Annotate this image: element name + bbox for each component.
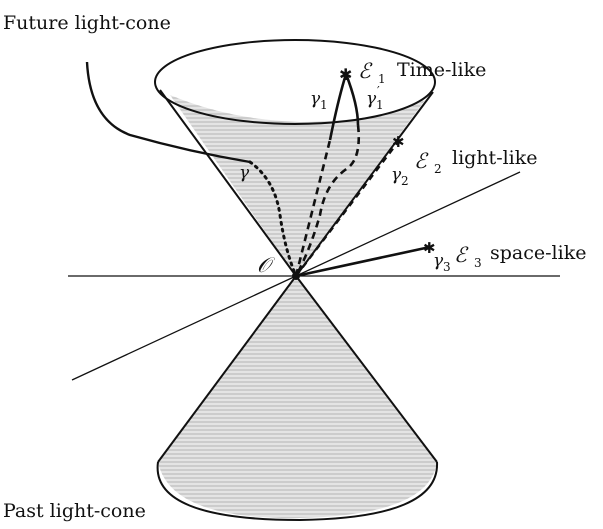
gamma3-subscript: 3 bbox=[443, 260, 451, 274]
curve-gamma3 bbox=[295, 245, 431, 278]
past-cone-left-edge bbox=[157, 275, 297, 463]
gamma1-label: γ bbox=[310, 89, 321, 109]
event-e1-marker: ✱ bbox=[339, 65, 352, 84]
event-e3-label: space-like bbox=[490, 242, 586, 264]
past-cone-surface bbox=[158, 276, 437, 519]
event-e2-marker: ✱ bbox=[392, 133, 405, 151]
past-cone-label: Past light-cone bbox=[3, 500, 146, 522]
origin-label: 𝒪 bbox=[257, 253, 275, 277]
curve-gamma1prime-solid bbox=[344, 73, 360, 126]
event-e2-label: light-like bbox=[452, 147, 538, 169]
curve-gamma1prime-dashed bbox=[294, 124, 360, 277]
curve-gamma1-dashed bbox=[294, 139, 332, 277]
event-e1-label: Time-like bbox=[397, 59, 486, 81]
worldline-gamma-dotted bbox=[248, 160, 298, 278]
curve-gamma1-solid bbox=[328, 73, 348, 141]
gamma-label: γ bbox=[239, 163, 250, 183]
past-cone-right-edge bbox=[295, 275, 438, 463]
event-e2-symbol: ℰ bbox=[414, 149, 429, 173]
event-e3-marker: ✱ bbox=[423, 239, 436, 257]
event-e2-subscript: 2 bbox=[434, 162, 442, 176]
future-cone-surface bbox=[170, 95, 425, 276]
gamma3-label: γ bbox=[433, 251, 444, 271]
gamma2-label: γ bbox=[391, 165, 402, 185]
worldline-gamma-solid bbox=[85, 61, 251, 164]
gamma2-subscript: 2 bbox=[401, 174, 409, 188]
event-e3-symbol: ℰ bbox=[454, 243, 469, 267]
future-cone-label: Future light-cone bbox=[3, 12, 171, 34]
gamma1prime-label: γ bbox=[366, 89, 377, 109]
gamma1-subscript: 1 bbox=[320, 98, 328, 112]
past-cone-base bbox=[156, 461, 439, 522]
event-e3-subscript: 3 bbox=[474, 256, 482, 270]
event-e1-subscript: 1 bbox=[378, 72, 386, 86]
future-cone-rim bbox=[154, 39, 436, 125]
gamma1prime-prime: ′ bbox=[377, 84, 380, 98]
future-cone-left-edge bbox=[159, 89, 297, 277]
event-e1-symbol: ℰ bbox=[358, 59, 373, 83]
gamma1prime-subscript: 1 bbox=[376, 98, 384, 112]
origin-point bbox=[292, 272, 300, 280]
